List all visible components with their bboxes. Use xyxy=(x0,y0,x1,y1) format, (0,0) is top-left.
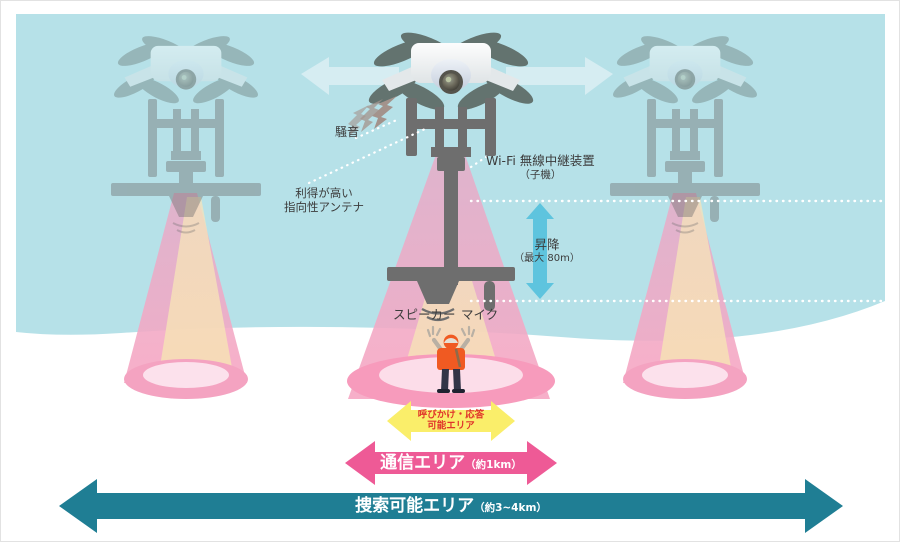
leader-lines xyxy=(307,117,491,185)
pink-area-arrow xyxy=(345,441,557,485)
speaker-icon xyxy=(417,281,459,304)
leader-wifi xyxy=(469,153,491,169)
ground-illumination-ellipses xyxy=(124,354,747,408)
drone-center xyxy=(368,32,534,322)
drone-frame xyxy=(111,99,261,222)
drone-right xyxy=(610,36,760,234)
ground-ellipse-right xyxy=(623,359,747,399)
wifi-relay-box-icon xyxy=(437,157,465,171)
yellow-arrow-line2: 可能エリア xyxy=(427,421,475,432)
elevation-indicator xyxy=(469,199,893,303)
label-elevation: 昇降 （最大 80m） xyxy=(514,237,580,265)
label-wifi-line1: Wi-Fi 無線中継装置 xyxy=(486,153,595,168)
sound-wave-icon xyxy=(671,222,699,234)
cone-right xyxy=(623,193,746,383)
teal-arrow-label: 捜索可能エリア（約3~4km） xyxy=(355,496,547,516)
cone-left xyxy=(124,193,247,383)
yellow-arrow-line1: 呼びかけ・応答 xyxy=(417,409,485,421)
yellow-arrow-label: 呼びかけ・応答 可能エリア xyxy=(418,410,485,433)
drone-left xyxy=(111,36,261,234)
horizontal-movement-arrow xyxy=(301,57,613,95)
microphone-icon xyxy=(484,281,495,311)
person-waving-icon xyxy=(426,325,476,393)
label-antenna-line1: 利得が高い xyxy=(295,186,353,200)
ground-ellipse-center xyxy=(347,354,555,408)
pink-arrow-note: （約1km） xyxy=(465,458,522,471)
sound-wave-icon xyxy=(421,307,455,322)
sound-wave-icon xyxy=(172,222,200,234)
label-elevation-line2: （最大 80m） xyxy=(514,252,580,264)
label-elevation-line1: 昇降 xyxy=(534,237,560,252)
ground-ellipse-left xyxy=(124,359,248,399)
drone-frame xyxy=(406,98,496,157)
label-antenna: 利得が高い 指向性アンテナ xyxy=(284,186,364,215)
label-mic: マイク xyxy=(461,307,499,322)
noise-zigzag-icon xyxy=(348,96,397,136)
teal-arrow-note: （約3~4km） xyxy=(474,501,547,514)
label-antenna-line2: 指向性アンテナ xyxy=(283,200,365,215)
yellow-area-arrow xyxy=(387,401,515,441)
drone-frame xyxy=(610,99,760,222)
payload-assembly xyxy=(387,267,515,311)
pink-arrow-label: 通信エリア（約1km） xyxy=(380,453,522,473)
tether-mast xyxy=(444,169,458,279)
label-wifi-line2: （子機） xyxy=(519,168,562,181)
teal-arrow-main: 捜索可能エリア xyxy=(355,495,475,516)
leader-noise xyxy=(354,117,401,140)
label-speaker: スピーカー xyxy=(393,307,456,322)
pink-arrow-main: 通信エリア xyxy=(380,452,466,473)
vertical-elevation-arrow xyxy=(526,203,554,299)
teal-area-arrow xyxy=(59,479,843,533)
label-noise: 騒音 xyxy=(335,125,360,139)
label-wifi-relay: Wi-Fi 無線中継装置 （子機） xyxy=(486,153,595,182)
